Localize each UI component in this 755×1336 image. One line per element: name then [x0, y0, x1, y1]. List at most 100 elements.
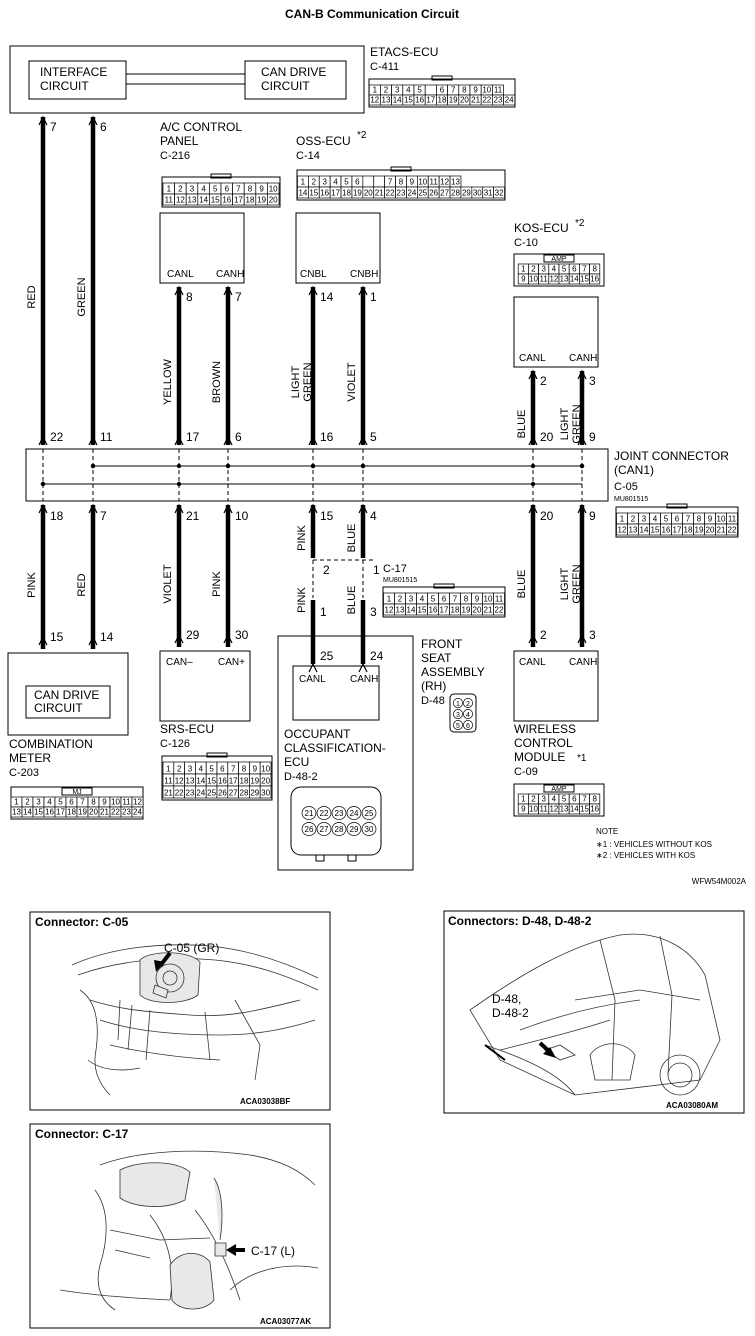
vehicle-illustration: [469, 933, 721, 1096]
pin-number: 12: [175, 777, 184, 786]
pin-number: 25: [365, 809, 374, 818]
srs-pin-left: CAN–: [166, 657, 193, 668]
ac-panel-box: [159, 212, 245, 284]
pin-number: 30: [365, 825, 374, 834]
oss-ecu-box: [295, 212, 381, 284]
pin-number: 13: [629, 526, 638, 535]
etacs-ecu-name: ETACS-ECU: [370, 45, 438, 59]
wire-color-label: LIGHT: [559, 408, 571, 441]
c17-location-label: C-17 (L): [251, 1244, 295, 1258]
wireless-name-line1: WIRELESS: [514, 722, 576, 736]
terminal-arrow: [174, 285, 184, 296]
combination-meter-box: [7, 652, 129, 736]
combination-meter: CAN DRIVE CIRCUIT COMBINATION METER C-20…: [7, 652, 144, 820]
location-view-c17: Connector: C-17 C-17 (L) ACA03077AK: [29, 1123, 331, 1329]
joint-connector-box: [25, 448, 609, 502]
junction-dot: [40, 481, 46, 487]
connector-header-label: AMP: [551, 786, 567, 793]
connector-latch: [210, 173, 232, 179]
pin-number: 1: [301, 178, 306, 187]
pin-number: 3: [589, 628, 596, 642]
wire-color-label: RED: [26, 285, 38, 308]
pin-number: 6: [572, 265, 577, 274]
pin-number: 25: [418, 189, 427, 198]
pin-number: 10: [529, 805, 538, 814]
pin-number: 17: [234, 196, 243, 205]
pin-number: 4: [406, 86, 411, 95]
pin-number: 9: [410, 178, 415, 187]
connector-shell: [161, 755, 273, 801]
pin-number: 7: [236, 185, 241, 194]
pin-number: 1: [521, 265, 526, 274]
connector-cell: [259, 785, 272, 799]
pin-number: 11: [494, 86, 503, 95]
wireless-control-module: CANL CANH WIRELESS CONTROL MODULE *1 C-0…: [513, 650, 605, 817]
pin-number: 19: [250, 777, 259, 786]
pin-number: 20: [364, 189, 373, 198]
pin-number: 21: [100, 808, 109, 817]
ac-panel-pin-right: CANH: [216, 269, 244, 280]
occupant-pin-left: CANL: [299, 674, 326, 685]
pin-number: 10: [717, 515, 726, 524]
terminal-arrow: [308, 662, 318, 673]
wire-color-label: GREEN: [76, 277, 88, 316]
joint-name-line2: (CAN1): [614, 463, 654, 477]
can-drive-circuit-line1: CAN DRIVE: [261, 65, 326, 79]
pin-number: 23: [186, 789, 195, 798]
connector-latch: [206, 752, 228, 758]
terminal-arrow: [88, 435, 98, 446]
connector-pin: [453, 709, 463, 719]
pin-number: 21: [375, 189, 384, 198]
pin-number: 1: [166, 765, 171, 774]
pin-number: 16: [222, 196, 231, 205]
pin-number: 9: [589, 430, 596, 444]
connector-shell: [513, 253, 605, 287]
pin-number: 9: [102, 798, 107, 807]
wire-color-label: LIGHT: [290, 366, 302, 399]
pin-number: 16: [415, 96, 424, 105]
pin-number: 2: [384, 86, 389, 95]
connector-pin: [453, 698, 463, 708]
pin-number: 24: [350, 809, 359, 818]
pin-number: 5: [664, 515, 669, 524]
interface-circuit-line2: CIRCUIT: [40, 79, 89, 93]
connector-pin: [301, 822, 317, 836]
pin-number: 14: [199, 196, 208, 205]
pin-number: 19: [695, 526, 704, 535]
connector-pin: [361, 822, 377, 836]
pin-number: 15: [34, 808, 43, 817]
pin-number: 13: [560, 805, 569, 814]
kos-ecu-note-mark: *2: [575, 218, 585, 229]
wire-color-label: RED: [76, 573, 88, 596]
wire-color-label: YELLOW: [162, 358, 174, 404]
pin-number: 18: [67, 808, 76, 817]
joint-part: MU801515: [614, 496, 648, 503]
connector-cell: [267, 193, 280, 206]
d48-location-label-line1: D-48,: [492, 992, 521, 1006]
pin-number: 13: [12, 808, 21, 817]
pin-number: 28: [240, 789, 249, 798]
pin-number: 6: [572, 795, 577, 804]
pin-number: 7: [80, 798, 85, 807]
etacs-ecu-box: [9, 45, 365, 114]
pin-number: 10: [261, 765, 270, 774]
pin-number: 13: [188, 196, 197, 205]
front-seat-name-line3: ASSEMBLY: [421, 665, 485, 679]
meter-name-line1: COMBINATION: [9, 737, 93, 751]
pin-number: 17: [673, 526, 682, 535]
wire-color-label: BLUE: [346, 586, 358, 615]
pin-number: 10: [418, 178, 427, 187]
pin-number: 4: [552, 265, 557, 274]
pin-number: 30: [473, 189, 482, 198]
pin-number: 15: [309, 189, 318, 198]
pin-number: 27: [229, 789, 238, 798]
connector-pin: [463, 720, 473, 730]
pin-number: 6: [69, 798, 74, 807]
pin-number: 13: [382, 96, 391, 105]
pin-number: 6: [466, 723, 470, 730]
